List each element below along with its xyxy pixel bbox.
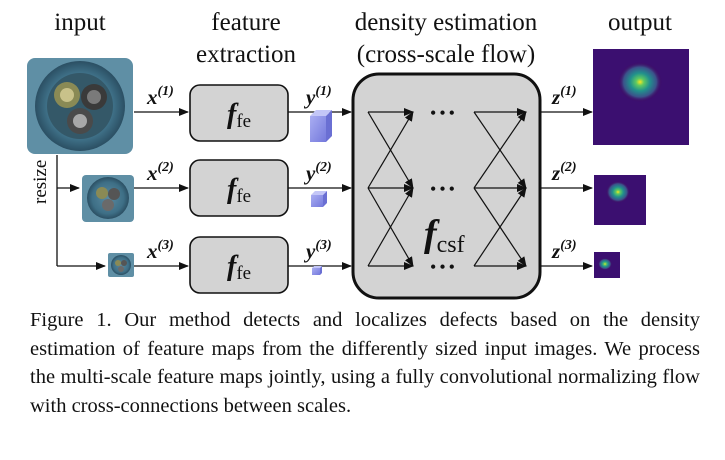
output-heatmap-small: [594, 252, 620, 278]
label-x1: x(1): [146, 84, 174, 109]
label-x3: x(3): [146, 238, 174, 263]
label-y3: y(3): [303, 238, 332, 263]
feature-map-cube-2: [311, 191, 327, 207]
input-image-small: [108, 253, 134, 277]
header-output: output: [608, 9, 672, 36]
header-extraction: extraction: [196, 41, 296, 68]
figure-caption: Figure 1. Our method detects and localiz…: [30, 306, 700, 420]
label-y2: y(2): [303, 160, 332, 185]
flow-ellipsis-2: •••: [430, 179, 458, 199]
diagram-canvas: input feature extraction density estimat…: [27, 9, 689, 300]
caption-text: Our method detects and localizes defects…: [30, 309, 700, 417]
label-fcsf: fcsf: [424, 213, 465, 258]
output-heatmap-large: [593, 49, 689, 145]
label-ffe-1: ffe: [227, 99, 251, 132]
feature-extractor-box-3: [189, 236, 289, 294]
label-x2: x(2): [146, 160, 174, 185]
input-image-large: [27, 58, 133, 154]
label-z2: z(2): [551, 160, 577, 185]
flow-ellipsis-1: •••: [430, 103, 458, 123]
feature-map-cube-3: [312, 266, 322, 275]
flow-cross-connections: [367, 108, 527, 270]
feature-map-cube-1: [310, 110, 332, 142]
label-z1: z(1): [551, 84, 577, 109]
output-heatmap-medium: [594, 175, 646, 225]
label-ffe-2: ffe: [227, 174, 251, 207]
caption-body: Figure 1. Our method detects and localiz…: [30, 306, 700, 420]
label-ffe-3: ffe: [227, 251, 251, 284]
flow-ellipsis-3: •••: [430, 257, 458, 277]
resize-label: resize: [30, 160, 51, 204]
label-y1: y(1): [303, 84, 332, 109]
header-feature: feature: [211, 9, 280, 36]
method-diagram: input feature extraction density estimat…: [27, 9, 689, 300]
feature-extractor-box-1: [189, 84, 289, 142]
input-image-medium: [82, 175, 134, 222]
label-z3: z(3): [551, 238, 577, 263]
header-input: input: [54, 9, 105, 36]
header-cross-scale-flow: (cross-scale flow): [357, 41, 535, 68]
header-density-estimation: density estimation: [355, 9, 538, 36]
caption-label: Figure 1.: [30, 309, 112, 331]
